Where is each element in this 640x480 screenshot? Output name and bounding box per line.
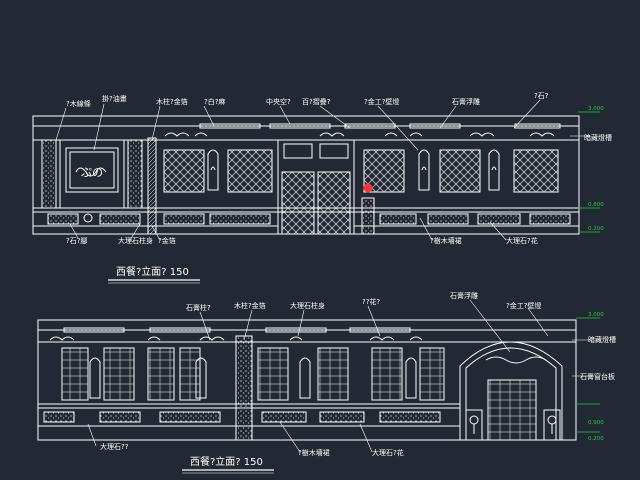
wood-pilaster-right	[127, 139, 143, 209]
marble-column	[235, 335, 253, 441]
label-gold-foil: ?金箔	[158, 236, 176, 245]
wall-niche	[207, 149, 219, 191]
elevation-a-title: 西餐?立面? 150	[108, 265, 200, 284]
label-hidden-light: 暗藏燈槽	[584, 133, 612, 142]
svg-text:西餐?立面? 150: 西餐?立面? 150	[190, 455, 263, 468]
label-stone-relief: 石膏浮雕	[452, 97, 480, 106]
level-b-top: 3.000	[588, 312, 604, 318]
label-b-wood-panel: ?樹木墻裙	[298, 448, 330, 457]
label-marble-flower: 大理石?花	[506, 236, 538, 245]
wainscot-panel	[47, 213, 79, 225]
cornice-strip	[199, 123, 261, 129]
elevation-b-title: 西餐?立面? 150	[182, 455, 274, 474]
label-b-marble-flower: 大理石?花	[372, 448, 404, 457]
level-a-top: 3.000	[588, 106, 604, 112]
label-b-marble-col: 大理石柱身	[290, 301, 325, 310]
svg-text:西餐?立面? 150: 西餐?立面? 150	[116, 265, 189, 278]
door-leaf-left	[281, 171, 315, 235]
ornament-frieze-b	[49, 336, 423, 341]
gold-wood-post	[147, 137, 157, 235]
label-wall-paint: ?白?麻	[204, 97, 225, 106]
label-wood-frame: ?木線條	[66, 99, 91, 108]
svg-text:ぷの: ぷの	[81, 166, 103, 179]
elevation-b-leaders	[87, 299, 594, 453]
label-marble-base: 大理石柱身	[118, 236, 153, 245]
ornament-frieze	[164, 132, 555, 137]
window-row	[61, 347, 445, 401]
wood-pilaster-left	[41, 139, 57, 209]
label-b-stone-post: 石膏柱?	[186, 303, 211, 312]
central-door	[277, 139, 355, 235]
door-leaf-right	[317, 171, 351, 235]
label-wood-post: 木柱?金箔	[156, 97, 188, 106]
diamond-panel	[163, 149, 205, 193]
elevation-b-outline	[37, 319, 577, 441]
arched-window	[459, 341, 563, 440]
level-b-low: 0.200	[588, 436, 604, 442]
level-a-mid: 0.800	[588, 202, 604, 208]
elevation-b-labels: 石膏柱? 木柱?金箔 大理石柱身 ??花? 石膏浮雕 ?金工?壁燈 暗藏燈槽 石…	[100, 291, 616, 457]
label-central-air: 中央空?	[266, 97, 291, 106]
label-hang-painting: 掛?油畫	[102, 94, 127, 103]
label-stone-base: ?石?腳	[66, 236, 87, 245]
flower-pot	[363, 183, 373, 193]
label-b-marble: 大理石??	[100, 442, 129, 451]
oil-painting	[65, 147, 119, 193]
label-b-wood-post: 木柱?金箔	[234, 301, 266, 310]
label-b-stone-sill: 石膏窗台板	[580, 372, 615, 381]
level-a-low: 0.200	[588, 226, 604, 232]
level-b-mid: 0.900	[588, 420, 604, 426]
elevation-b-levels: 3.000 0.900 0.200	[576, 312, 604, 442]
elevation-a-labels: ?木線條 掛?油畫 木柱?金箔 ?白?麻 中央空? 百?摺疊? ?金工?壁燈 石…	[66, 92, 612, 245]
stone-column	[361, 197, 375, 235]
label-b-flower: ??花?	[362, 297, 380, 306]
label-b-gold-light: ?金工?壁燈	[506, 301, 541, 310]
elevation-a: ぷの	[32, 115, 580, 235]
label-stone-cap: ?石?	[534, 92, 549, 100]
label-b-hidden-light: 暗藏燈槽	[588, 335, 616, 344]
arched-glass-door	[487, 379, 537, 441]
label-b-stone-relief: 石膏浮雕	[450, 291, 478, 300]
label-wood-panel: ?樹木墻裙	[430, 236, 462, 245]
elevation-a-leaders	[55, 99, 590, 241]
label-gold-light: ?金工?壁燈	[364, 97, 399, 106]
elevation-a-levels: 3.000 0.800 0.200	[578, 106, 604, 233]
label-blinds: 百?摺疊?	[302, 97, 331, 106]
elevation-b	[37, 319, 577, 441]
